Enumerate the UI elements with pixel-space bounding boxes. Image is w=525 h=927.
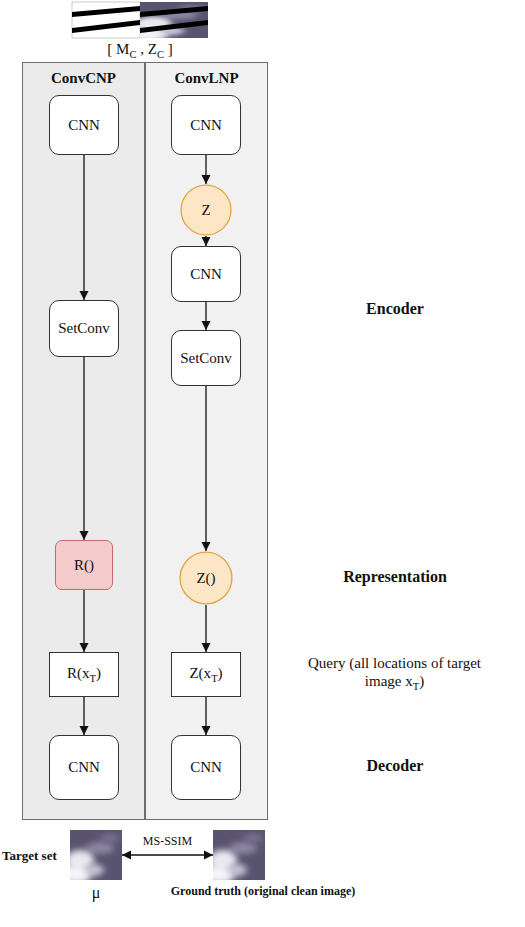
box-label: R(xT) <box>67 665 101 684</box>
box-text: R() <box>74 557 94 573</box>
box-text: R(x <box>67 665 90 681</box>
circle-shape <box>180 552 232 604</box>
box-label: Z(xT) <box>189 665 222 684</box>
label-text: Query (all locations of target image x <box>308 655 485 689</box>
box-label: SetConv <box>180 350 232 367</box>
arrow-connector <box>205 236 206 246</box>
label-text: Decoder <box>367 757 424 774</box>
box-text: Z(x <box>189 665 211 681</box>
context-image <box>127 2 208 41</box>
query-box: R(xT) <box>49 652 119 697</box>
caption-text: μ <box>92 884 101 901</box>
arrow-connector <box>83 155 84 300</box>
arrow-connector <box>83 590 84 652</box>
heading-text: ConvLNP <box>174 70 238 86</box>
box-label: Z <box>201 202 210 219</box>
annotation-label: Representation <box>305 567 485 586</box>
latent-circle: Z() <box>179 551 233 605</box>
label-text: ) <box>419 673 424 689</box>
label-text: C <box>129 49 136 60</box>
image-caption: Ground truth (original clean image) <box>143 884 383 899</box>
box-label: Z() <box>196 570 215 587</box>
latent-circle: Z <box>180 184 232 236</box>
heading-text: ConvCNP <box>51 70 116 86</box>
box-text: ) <box>96 665 101 681</box>
arrow-connector <box>205 605 206 652</box>
process-box: SetConv <box>49 300 119 357</box>
arrow-connector <box>83 697 84 735</box>
box-text: CNN <box>190 117 222 133</box>
label-text: C <box>157 49 164 60</box>
model-column: ConvCNP CNN SetConvR() R(xT) CNN <box>22 62 145 820</box>
arrow-connector <box>205 697 206 735</box>
edge-label-text: MS-SSIM <box>143 834 192 848</box>
annotation-label: Target set <box>2 848 68 864</box>
box-text: CNN <box>68 117 100 133</box>
label-text: [ M <box>107 41 129 57</box>
image-caption: μ <box>70 884 122 902</box>
image-node: μ <box>70 830 122 880</box>
query-box: Z(xT) <box>171 652 241 697</box>
arrow-connector <box>83 357 84 540</box>
annotation-label: Encoder <box>320 299 470 318</box>
label-text: Representation <box>343 568 447 585</box>
label-text: T <box>413 681 419 692</box>
process-box: CNN <box>171 735 241 800</box>
process-box: CNN <box>171 246 241 302</box>
box-label: CNN <box>190 266 222 283</box>
annotation-label: [ MC , ZC ] <box>70 40 210 62</box>
process-box: CNN <box>49 95 119 155</box>
box-text: ) <box>218 665 223 681</box>
column-heading: ConvLNP <box>146 70 267 87</box>
column-heading: ConvCNP <box>23 70 144 87</box>
box-label: CNN <box>68 759 100 776</box>
box-text: CNN <box>190 266 222 282</box>
box-label: CNN <box>68 117 100 134</box>
box-text: CNN <box>68 759 100 775</box>
box-label: R() <box>74 557 94 574</box>
arrow-connector <box>205 155 206 184</box>
label-text: , Z <box>136 41 156 57</box>
image-node: Ground truth (original clean image) <box>213 830 265 880</box>
label-text: ] <box>164 41 173 57</box>
circle-shape <box>181 185 231 235</box>
panel-fill <box>145 62 268 820</box>
annotation-label: Decoder <box>320 756 470 775</box>
process-box: CNN <box>171 95 241 155</box>
box-text: Z <box>201 202 210 218</box>
representation-box: R() <box>55 540 113 590</box>
box-text: T <box>211 673 217 684</box>
mask-image <box>72 2 140 38</box>
box-label: SetConv <box>58 320 110 337</box>
panel-fill <box>22 62 145 820</box>
box-text: SetConv <box>58 320 110 336</box>
box-text: T <box>90 673 96 684</box>
process-box: SetConv <box>171 330 241 386</box>
arrow-connector <box>122 854 213 855</box>
model-column: ConvLNP CNN Z CNN SetConvZ() Z(xT) CNN <box>145 62 268 820</box>
arrow-connector <box>205 386 206 551</box>
box-text: Z() <box>196 570 215 586</box>
box-text: CNN <box>190 759 222 775</box>
label-text: Encoder <box>366 300 424 317</box>
process-box: CNN <box>49 735 119 800</box>
arrow-connector <box>205 302 206 330</box>
caption-text: Ground truth (original clean image) <box>171 884 355 898</box>
box-label: CNN <box>190 759 222 776</box>
box-text: SetConv <box>180 350 232 366</box>
ground-truth-image <box>203 830 265 884</box>
prediction-image <box>60 830 122 884</box>
annotation-label: Query (all locations of target image xT) <box>307 654 482 694</box>
edge-label: MS-SSIM <box>108 834 228 849</box>
box-label: CNN <box>190 117 222 134</box>
label-text: Target set <box>2 848 57 863</box>
